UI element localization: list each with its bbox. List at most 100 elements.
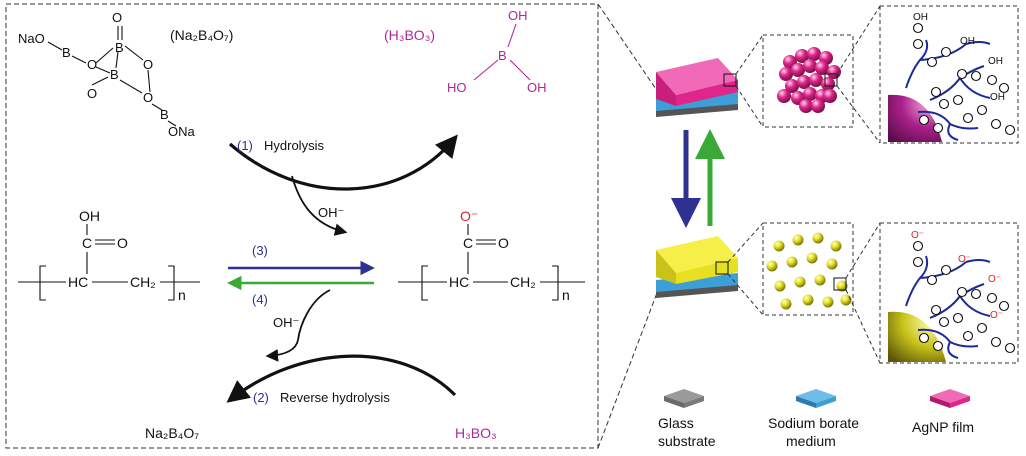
oxygen-atoms-top — [912, 22, 1016, 136]
agnp-sphere — [821, 77, 835, 91]
agnp-sphere — [779, 67, 793, 81]
o-atom: O — [87, 57, 97, 72]
oxygen-atom — [952, 94, 964, 106]
oxygen-atom — [990, 118, 1002, 130]
oxygen-atom — [976, 322, 988, 334]
agnp-sphere — [777, 89, 791, 103]
agnp-sphere — [836, 280, 848, 292]
oxygen-atom — [962, 112, 974, 124]
agnp-sphere — [803, 87, 817, 101]
oxygen-atom — [990, 336, 1002, 348]
agnp-dispersed — [766, 232, 852, 310]
oxygen-atom — [938, 98, 950, 110]
legend-label-glass-line1: Glass — [658, 415, 694, 431]
legend-label-glass-line2: substrate — [658, 433, 716, 449]
oh-label-bottom: OH⁻ — [273, 315, 299, 330]
oxygen-atom — [962, 330, 974, 342]
cooh-oh: OH — [990, 92, 1005, 103]
agnp-sphere — [786, 256, 798, 268]
oxygen-atom — [932, 122, 944, 134]
agnp-sphere — [797, 75, 811, 89]
o-atom: O — [112, 10, 122, 25]
oh-branch-arrow-bottom — [265, 289, 331, 362]
step3-number: (3) — [252, 243, 268, 258]
agnp-sphere — [803, 59, 817, 73]
oxygen-atom — [970, 70, 982, 82]
o-atom: O — [87, 86, 97, 101]
agnp-sphere — [766, 260, 778, 272]
oxygen-atom — [976, 104, 988, 116]
oxygen-atom — [970, 288, 982, 300]
coo-minus: O⁻ — [988, 274, 1001, 285]
agnp-sphere — [799, 99, 813, 113]
h3bo3-formula: (H₃BO₃) — [384, 27, 435, 43]
chip-yellow — [656, 236, 738, 298]
legend-item-borate: Sodium borate medium — [768, 389, 859, 449]
boric-acid-structure: OH B HO OH — [447, 8, 547, 95]
ona-label: ONa — [168, 124, 196, 139]
legend-item-glass: Glass substrate — [658, 389, 716, 449]
paa-ionized-structure: O⁻ C O HC CH₂ n — [398, 208, 585, 303]
step2-label: Reverse hydrolysis — [280, 390, 390, 405]
ho-group: HO — [447, 80, 467, 95]
hydrolysis-arrow — [228, 134, 458, 191]
oxygen-atom — [940, 46, 952, 58]
agnp-sphere — [809, 73, 823, 87]
o-atom: O — [143, 57, 153, 72]
na2b4o7-formula: (Na₂B₄O₇) — [170, 27, 233, 43]
oxygen-atom — [912, 240, 924, 252]
paa-c: C — [463, 235, 473, 251]
agnp-sphere — [815, 61, 829, 75]
o-atom: O — [143, 90, 153, 105]
zoom-box-yellow-particles — [762, 222, 854, 316]
carboxyl-groups-top: OH OH OH OH — [913, 12, 1005, 103]
agnp-sphere — [830, 240, 842, 252]
legend-label-borate-line1: Sodium borate — [768, 415, 859, 431]
agnp-sphere — [812, 232, 824, 244]
agnp-sphere — [791, 63, 805, 77]
paa-structure: OH C O HC CH₂ n — [18, 208, 200, 303]
oxygen-atom — [956, 286, 968, 298]
oxygen-atom — [926, 56, 938, 68]
paa-hc: HC — [68, 274, 88, 290]
agnp-sphere — [840, 294, 852, 306]
legend-label-agnp: AgNP film — [912, 419, 974, 435]
oxygen-atom — [986, 292, 998, 304]
coo-minus: O⁻ — [990, 310, 1003, 321]
agnp-sphere — [806, 252, 818, 264]
agnp-sphere — [773, 240, 785, 252]
zoom-box-agnp-surface — [879, 5, 1019, 144]
agnp-sphere — [827, 65, 841, 79]
agnp-sphere — [814, 274, 826, 286]
zoom-box-agnp-particles — [762, 34, 854, 128]
b-atom: B — [115, 40, 124, 55]
oh-group: OH — [527, 80, 547, 95]
oxygen-atom — [918, 114, 930, 126]
legend-item-agnp: AgNP film — [912, 389, 974, 435]
agnp-sphere — [780, 298, 792, 310]
chip-agnp — [656, 58, 738, 117]
oxygen-atom — [912, 22, 924, 34]
cooh-oh: OH — [988, 56, 1003, 67]
b-atom: B — [110, 67, 119, 82]
step1-label: Hydrolysis — [264, 138, 324, 153]
oxygen-atom — [998, 82, 1010, 94]
agnp-sphere — [785, 79, 799, 93]
carboxylate-groups-bottom: O⁻ O⁻ O⁻ O⁻ — [911, 230, 1003, 321]
b-atom: B — [498, 48, 507, 63]
oxygen-atom — [986, 74, 998, 86]
agnp-cluster — [777, 47, 841, 113]
paa-hc: HC — [449, 274, 469, 290]
oxygen-atom — [1004, 342, 1016, 354]
paa-c: C — [82, 235, 92, 251]
agnp-sphere — [822, 296, 834, 308]
b-atom: B — [62, 45, 71, 60]
oxygen-atom — [998, 300, 1010, 312]
paa-ch2: CH₂ — [510, 274, 536, 290]
agnp-sphere — [802, 294, 814, 306]
oxygen-atoms-bottom — [912, 240, 1016, 354]
step2-number: (2) — [253, 390, 269, 405]
sodium-borate-structure: NaO B O O B O B O O B ONa — [18, 10, 196, 139]
cooh-oh: OH — [913, 12, 928, 23]
